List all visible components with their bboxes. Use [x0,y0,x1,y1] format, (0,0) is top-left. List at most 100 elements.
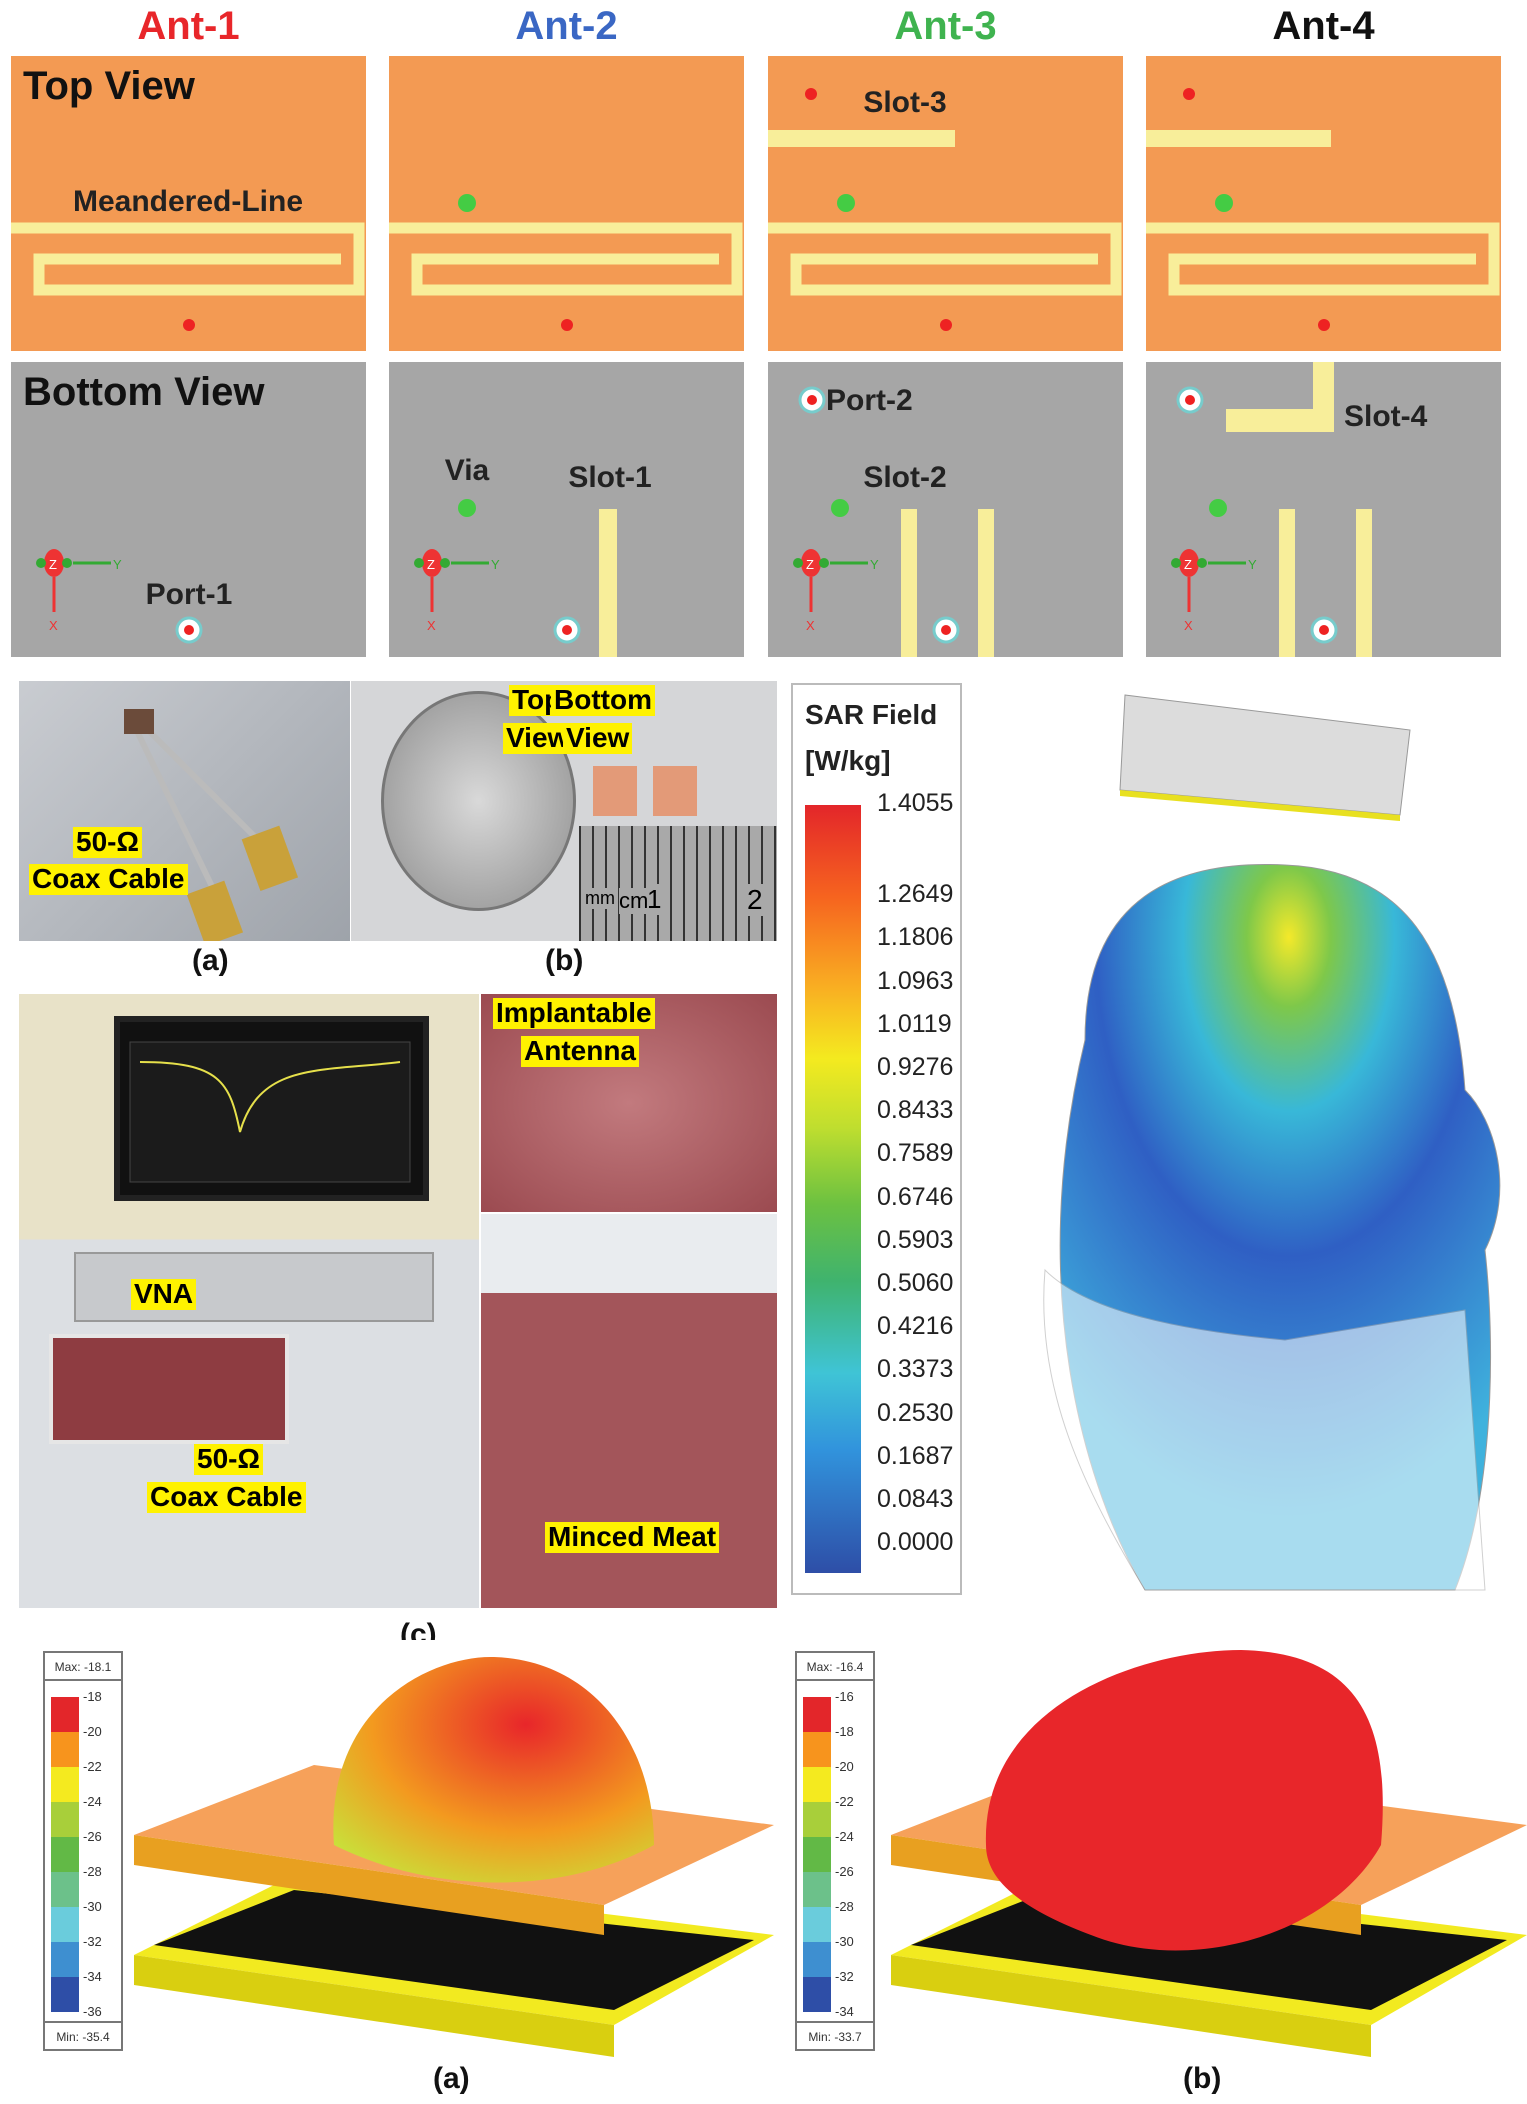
svg-text:X: X [427,618,436,633]
ant-2-title: Ant-2 [515,4,618,48]
port-2-feed [805,88,817,100]
scale-swatch [803,1802,831,1837]
scale-tick: -18 [835,1724,854,1739]
slot-1-label: Slot-1 [568,461,651,494]
sar-tick: 0.0843 [877,1485,954,1513]
sar-tick: 1.2649 [877,880,954,909]
label-vna: VNA [131,1278,197,1310]
scale-tick: -28 [835,1899,854,1914]
scale-swatch [51,1802,79,1837]
pattern-a-max: Max: -18.1 [45,1653,121,1681]
via-top [1215,194,1233,212]
scale-tick: -24 [835,1829,854,1844]
ruler-mm: mm [585,888,615,909]
ruler-2: 2 [747,884,763,916]
vna-device [74,1252,434,1322]
scale-swatch [51,1837,79,1872]
scale-tick: -26 [835,1864,854,1879]
coax-illustration [124,709,299,941]
s11-curve [129,1041,411,1183]
svg-text:X: X [1184,618,1193,633]
scale-swatch [803,1942,831,1977]
label-minced-meat: Minced Meat [545,1521,720,1553]
monitor [114,1016,429,1201]
slot-1 [599,509,617,657]
sar-tick: 0.4216 [877,1312,954,1341]
feed-point [1318,319,1330,331]
slot-2b [1356,509,1372,657]
scale-tick: -30 [835,1934,854,1949]
scale-swatch [51,1942,79,1977]
scale-tick: -30 [83,1899,102,1914]
axis-triad: Z Y X [36,549,122,633]
antenna-bottom-sample [653,766,697,816]
svg-text:Z: Z [427,557,435,572]
svg-text:X: X [49,618,58,633]
meandered-line [11,222,365,296]
svg-text:Z: Z [49,557,57,572]
scale-swatch [51,1697,79,1732]
scale-swatch [803,1907,831,1942]
port-2-label: Port-2 [826,384,913,417]
scale-swatch [803,1767,831,1802]
port-1 [1310,616,1338,644]
ruler: mm cm 1 2 [579,826,777,941]
svg-text:X: X [806,618,815,633]
sar-tick: 0.2530 [877,1398,954,1427]
scale-tick: -26 [83,1829,102,1844]
scale-tick: -18 [83,1689,102,1704]
sar-tick: 1.4055 [877,789,954,817]
meat-container [49,1334,289,1444]
feed-point [940,319,952,331]
slot-3 [768,130,955,147]
scale-swatch [51,1977,79,2012]
scale-swatch [803,1977,831,2012]
scale-tick: -32 [83,1934,102,1949]
ant-4-top-view [1146,56,1501,351]
slot-3 [1146,130,1331,147]
ant-3-top-view: Slot-3 [768,56,1123,351]
sar-tick: 0.5060 [877,1269,954,1297]
slot-3-label: Slot-3 [863,86,946,119]
sar-unit: [W/kg] [805,745,891,776]
port-1 [553,616,581,644]
caption-c: (c) [400,1618,437,1640]
slot-2-label: Slot-2 [863,461,946,494]
caption-pattern-b: (b) [1183,2062,1222,2095]
sar-head-model [1043,694,1501,1591]
sar-tick: 0.1687 [877,1441,954,1470]
radiation-pattern-a [134,1656,774,2057]
scale-tick: -28 [83,1864,102,1879]
photo-fabricated-antenna: Top View Bottom View mm cm 1 2 [351,681,777,941]
label-antenna: Antenna [521,1035,639,1067]
label-coax-cable: Coax Cable [29,863,188,895]
scale-tick: -34 [83,1969,102,1984]
meandered-line [1146,222,1500,296]
scale-tick: -22 [835,1794,854,1809]
slot-2b [978,509,994,657]
via [1209,499,1227,517]
sar-tick: 0.8433 [877,1096,954,1125]
port-2 [798,386,826,414]
port-2 [1176,386,1204,414]
label-bottom: Bottom [551,684,655,716]
ant-4-title: Ant-4 [1272,4,1375,48]
sar-tick: 0.7589 [877,1139,954,1168]
svg-text:Z: Z [1184,557,1192,572]
via-top [837,194,855,212]
ant-3-title: Ant-3 [894,4,997,48]
scale-swatch [803,1872,831,1907]
label-coax-cable-c: Coax Cable [147,1481,306,1513]
caption-a: (a) [192,944,229,977]
ant-2-top-view [389,56,744,351]
sar-tick: 1.1806 [877,923,954,952]
ant-1-title: Ant-1 [137,4,240,48]
via-label: Via [445,454,490,487]
svg-text:Z: Z [806,557,814,572]
svg-text:Y: Y [113,557,122,572]
